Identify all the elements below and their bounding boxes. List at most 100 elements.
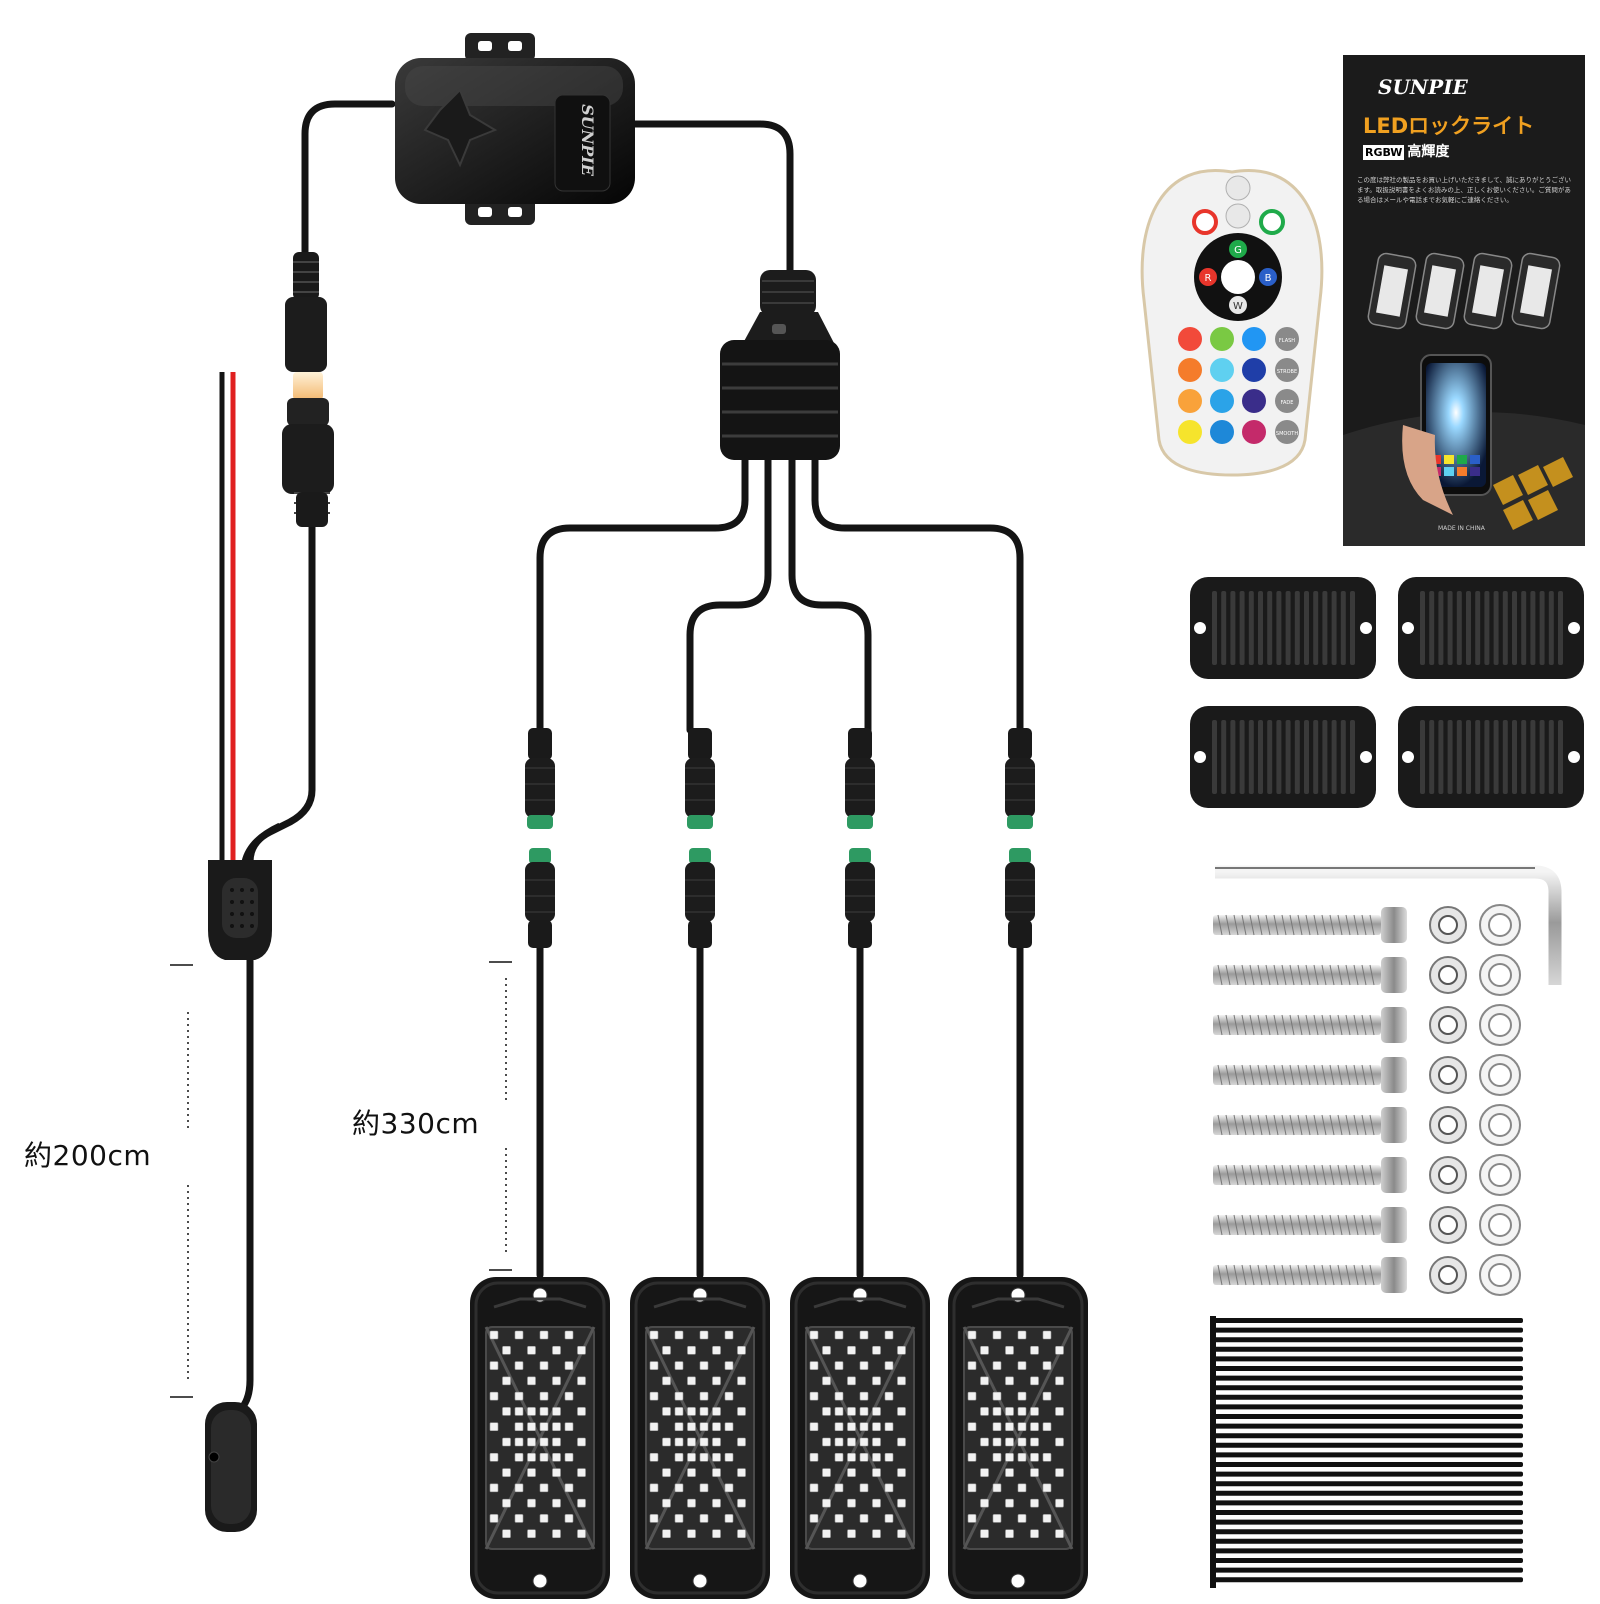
light-cable-length-label: 約330cm: [352, 1107, 480, 1140]
controller-logo: SUNPIE: [578, 104, 597, 177]
bolt-set-6: [1213, 1154, 1521, 1196]
phone-color-swatch: [1470, 467, 1480, 476]
zip-tie: [1213, 1433, 1523, 1439]
bolt-set-4: [1213, 1054, 1521, 1096]
svg-text:FLASH: FLASH: [1279, 338, 1295, 344]
manual-artwork: [1343, 252, 1585, 546]
remote-color-button: [1178, 420, 1202, 444]
phone-color-swatch: [1457, 455, 1467, 464]
battery-wires: [219, 372, 282, 870]
phone-color-swatch: [1431, 455, 1441, 464]
svg-text:FADE: FADE: [1281, 400, 1294, 406]
phone-color-swatch: [1470, 455, 1480, 464]
zip-tie: [1213, 1577, 1523, 1583]
zip-ties: [1210, 1316, 1523, 1588]
remote-color-button: [1242, 389, 1266, 413]
mounting-bracket-1: [1190, 577, 1376, 679]
manual-pod-image: [1367, 252, 1417, 330]
manual-pod-image: [1415, 252, 1465, 330]
zip-tie: [1213, 1356, 1523, 1362]
remote-green-label: G: [1234, 245, 1242, 256]
bolt-set-7: [1213, 1204, 1521, 1246]
zip-tie: [1213, 1366, 1523, 1371]
manual-pod-image: [1463, 252, 1513, 330]
zip-tie: [1213, 1481, 1523, 1487]
pod-connector-2: [685, 728, 715, 948]
zip-tie: [1213, 1510, 1523, 1515]
zip-tie: [1213, 1490, 1523, 1496]
remote-mode-button-smooth: SMOOTH: [1275, 420, 1299, 444]
svg-text:SMOOTH: SMOOTH: [1276, 431, 1298, 437]
bolt-head: [1381, 907, 1407, 943]
remote-color-button: [1242, 358, 1266, 382]
remote-color-button: [1178, 389, 1202, 413]
remote-color-button: [1210, 327, 1234, 351]
bolt-head: [1381, 1057, 1407, 1093]
manual-subtitle-text: 高輝度: [1407, 144, 1450, 160]
remote-color-button: [1178, 358, 1202, 382]
zip-tie: [1213, 1519, 1523, 1525]
zip-tie: [1213, 1423, 1523, 1429]
remote-mode-buttons: FLASH STROBE FADE SMOOTH: [1275, 327, 1299, 444]
power-cable-length-label: 約200cm: [24, 1139, 152, 1172]
zip-tie: [1213, 1385, 1523, 1391]
remote-mode-button-strobe: STROBE: [1275, 358, 1299, 382]
remote-color-button: [1210, 389, 1234, 413]
zip-tie: [1213, 1548, 1523, 1554]
zip-tie: [1213, 1500, 1523, 1506]
cable-harness: [236, 100, 1024, 1414]
zip-tie: [1213, 1327, 1523, 1333]
rock-light-pod-3: [790, 1277, 930, 1599]
zip-tie: [1213, 1375, 1523, 1381]
phone-color-swatch: [1457, 467, 1467, 476]
bolt-head: [1381, 1207, 1407, 1243]
zip-tie: [1213, 1442, 1523, 1448]
manual-pod-image: [1511, 252, 1561, 330]
zip-tie: [1213, 1346, 1523, 1352]
controller-box: SUNPIE: [395, 33, 635, 225]
four-way-splitter: [720, 270, 840, 460]
remote-color-button: [1242, 420, 1266, 444]
bolt-head: [1381, 1257, 1407, 1293]
manual-rgbw-badge: RGBW: [1363, 145, 1405, 160]
pod-connector-3: [845, 728, 875, 948]
zip-tie: [1213, 1318, 1523, 1323]
remote-color-button: [1242, 327, 1266, 351]
remote-red-label: R: [1205, 273, 1212, 284]
bolt-head: [1381, 1157, 1407, 1193]
zip-tie: [1213, 1404, 1523, 1410]
zip-tie: [1213, 1538, 1523, 1544]
manual-brand: SUNPIE: [1378, 75, 1468, 99]
zip-tie: [1213, 1471, 1523, 1477]
zip-tie: [1213, 1414, 1523, 1419]
power-connector: [282, 252, 334, 527]
zip-tie: [1213, 1394, 1523, 1400]
phone-color-swatch: [1444, 455, 1454, 464]
mounting-bracket-2: [1398, 577, 1584, 679]
zip-tie: [1213, 1337, 1523, 1343]
bolts-nuts-washers: [1213, 904, 1521, 1296]
remote-mode-button-fade: FADE: [1275, 389, 1299, 413]
bolt-head: [1381, 1007, 1407, 1043]
zip-tie: [1213, 1567, 1523, 1573]
mounting-brackets: [1190, 577, 1584, 808]
bolt-set-2: [1213, 954, 1521, 996]
bolt-set-8: [1213, 1254, 1521, 1296]
dimension-marks: [170, 961, 512, 1398]
remote-white-label: W: [1233, 301, 1243, 312]
zip-tie: [1213, 1558, 1523, 1563]
pod-connector-1: [525, 728, 555, 948]
inline-switch: [205, 860, 272, 1532]
remote-color-button: [1210, 358, 1234, 382]
rock-light-pod-1: [470, 1277, 610, 1599]
mounting-hardware: [1215, 865, 1562, 985]
svg-text:STROBE: STROBE: [1277, 369, 1297, 375]
rock-light-pod-4: [948, 1277, 1088, 1599]
bolt-set-1: [1213, 904, 1521, 946]
rock-light-pod-2: [630, 1277, 770, 1599]
bolt-head: [1381, 1107, 1407, 1143]
mounting-bracket-4: [1398, 706, 1584, 808]
